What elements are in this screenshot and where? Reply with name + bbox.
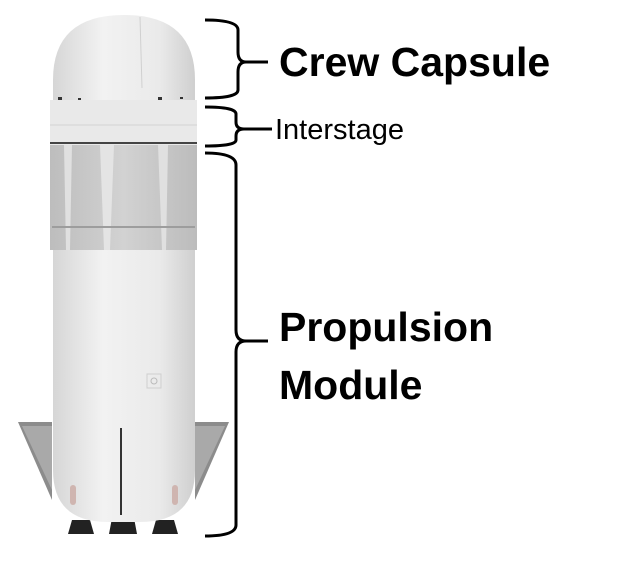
crew-capsule-label: Crew Capsule — [279, 39, 551, 85]
crew-capsule — [53, 15, 195, 100]
propulsion-module-body — [53, 250, 195, 522]
fins — [18, 422, 229, 500]
propulsion-label-line1: Propulsion — [279, 304, 494, 350]
interstage-label: Interstage — [275, 114, 404, 146]
propulsion-module-brace — [204, 151, 268, 538]
propulsion-label-line2: Module — [279, 362, 423, 408]
interstage — [50, 100, 197, 145]
crew-capsule-brace — [204, 18, 268, 100]
upper-band — [50, 145, 197, 250]
interstage-brace — [204, 105, 272, 148]
